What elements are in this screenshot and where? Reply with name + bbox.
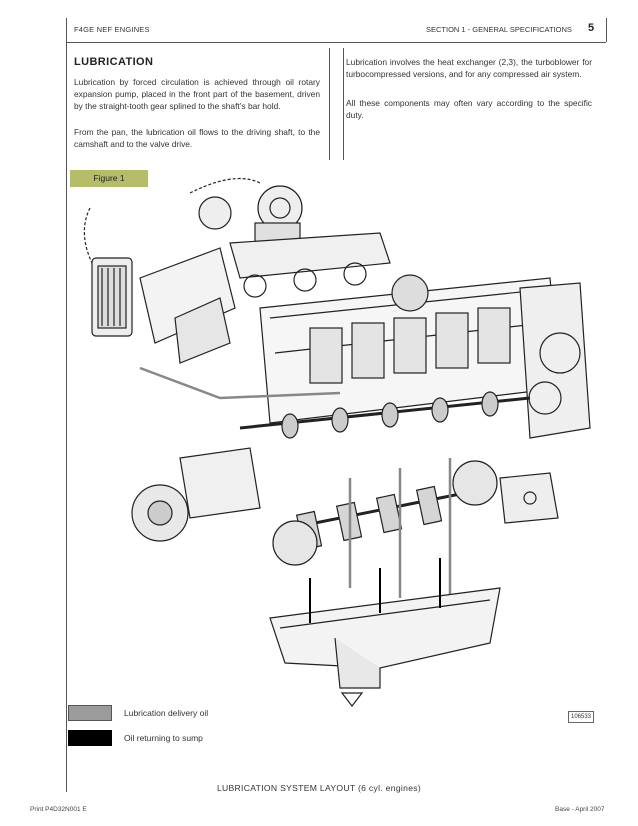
footer-edition: Base - April 2007 bbox=[555, 806, 605, 813]
legend-swatch-delivery bbox=[68, 705, 112, 721]
engine-lubrication-illustration bbox=[83, 177, 591, 707]
paragraph-right-2: All these components may often vary acco… bbox=[346, 98, 592, 120]
figure-label: Figure 1 bbox=[70, 170, 148, 187]
footer-print-code: Print P4D32N001 E bbox=[30, 806, 87, 813]
header-section-title: SECTION 1 - GENERAL SPECIFICATIONS bbox=[426, 25, 572, 34]
header-left-rule bbox=[66, 18, 67, 42]
section-title: LUBRICATION bbox=[74, 56, 154, 68]
legend-label-delivery: Lubrication delivery oil bbox=[124, 708, 209, 718]
header-divider bbox=[66, 42, 606, 43]
legend-label-return: Oil returning to sump bbox=[124, 733, 203, 743]
page-number: 5 bbox=[588, 22, 595, 34]
column-divider bbox=[343, 48, 344, 160]
paragraph-right-1: Lubrication involves the heat exchanger … bbox=[346, 57, 592, 79]
header-right-rule bbox=[606, 18, 607, 42]
header-manual-title: F4GE NEF ENGINES bbox=[74, 25, 150, 34]
figure-code: 106533 bbox=[568, 711, 594, 723]
column-divider bbox=[329, 48, 330, 160]
page-frame-left bbox=[66, 42, 67, 792]
paragraph-left-1: Lubrication by forced circulation is ach… bbox=[74, 77, 320, 111]
figure-caption: LUBRICATION SYSTEM LAYOUT (6 cyl. engine… bbox=[216, 783, 422, 793]
paragraph-left-2: From the pan, the lubrication oil flows … bbox=[74, 127, 320, 149]
legend-swatch-return bbox=[68, 730, 112, 746]
